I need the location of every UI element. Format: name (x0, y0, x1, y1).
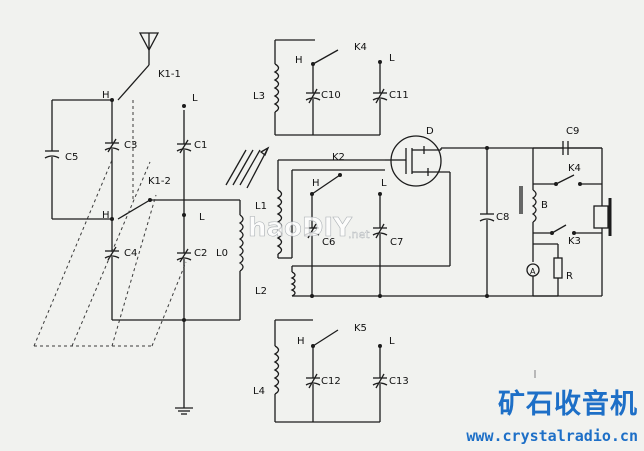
label-l-top: L (192, 93, 198, 104)
label-c12: C12 (321, 376, 341, 387)
label-l0: L0 (216, 248, 228, 259)
label-l4: L4 (253, 386, 265, 397)
label-c3: C3 (124, 140, 137, 151)
label-c13: C13 (389, 376, 409, 387)
label-k2: K2 (332, 152, 345, 163)
label-c9: C9 (566, 126, 579, 137)
gang-adjust-symbol (225, 146, 270, 189)
watermark-suffix: .net (348, 228, 370, 241)
label-l-l3: L (389, 53, 395, 64)
output-section (519, 141, 612, 297)
tube-detector-d (390, 135, 602, 266)
label-c1: C1 (194, 140, 207, 151)
brand-title: 矿石收音机 (498, 389, 638, 420)
label-h-l4: H (297, 336, 305, 347)
label-h-top: H (102, 90, 110, 101)
label-c5: C5 (65, 152, 78, 163)
label-k1-2: K1-2 (148, 176, 171, 187)
label-c4: C4 (124, 248, 137, 259)
label-k3: K3 (568, 236, 581, 247)
label-h-l1: H (312, 178, 320, 189)
label-c2: C2 (194, 248, 207, 259)
label-meter-a: A (530, 267, 536, 276)
label-k4-right: K4 (568, 163, 581, 174)
label-c8: C8 (496, 212, 509, 223)
label-r: R (566, 271, 573, 282)
l3-tank-box (273, 39, 388, 136)
label-h-mid: H (102, 210, 110, 221)
label-c10: C10 (321, 90, 341, 101)
label-k1-1: K1-1 (158, 69, 181, 80)
label-c7: C7 (390, 237, 403, 248)
label-k5: K5 (354, 323, 367, 334)
label-l1: L1 (255, 201, 267, 212)
label-k4-top: K4 (354, 42, 367, 53)
label-l-l4: L (389, 336, 395, 347)
label-b: B (541, 200, 548, 211)
l4-tank-box (273, 319, 388, 423)
label-c11: C11 (389, 90, 409, 101)
label-l-mid: L (199, 212, 205, 223)
c8-capacitor (479, 146, 495, 298)
label-l-l1: L (381, 178, 387, 189)
label-c6: C6 (322, 237, 335, 248)
left-dots (110, 98, 186, 322)
watermark-haodiy: haoDIY (248, 213, 353, 243)
label-l2: L2 (255, 286, 267, 297)
label-l3: L3 (253, 91, 265, 102)
antenna-symbol (117, 32, 160, 101)
brand-url: www.crystalradio.cn (466, 427, 638, 445)
label-h-l3: H (295, 55, 303, 66)
label-d: D (426, 126, 434, 137)
left-tuning-network (33, 99, 244, 415)
